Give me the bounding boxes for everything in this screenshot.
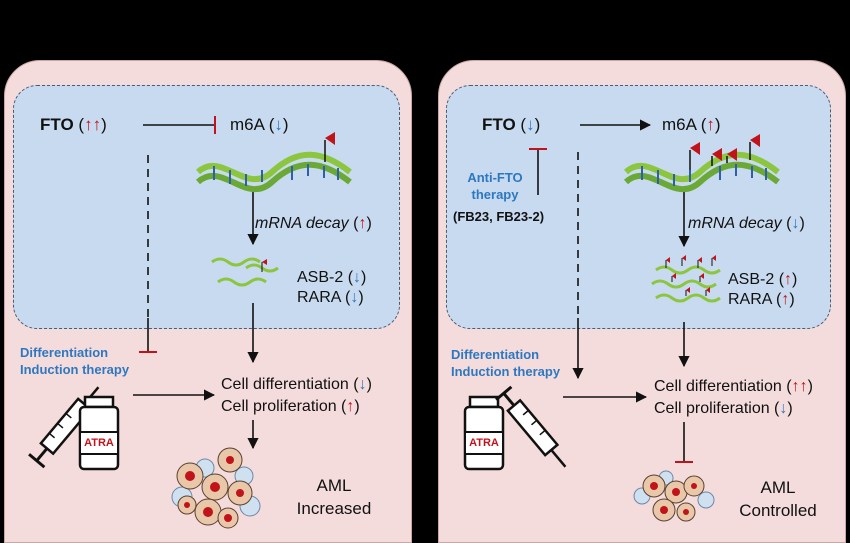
left-m6a-flag-icon <box>324 132 335 162</box>
left-cell-prolif-label: Cell proliferation (↑) <box>221 397 360 416</box>
right-anti-fto-line2: therapy <box>471 187 519 202</box>
left-rara-close: ) <box>358 289 364 306</box>
right-rara-arrow: ↑ <box>781 291 790 308</box>
left-therapy-line2: Induction therapy <box>20 362 130 377</box>
left-mrna-decay-arrow: ↑ <box>358 215 367 232</box>
right-m6a-name: m6A ( <box>662 115 707 134</box>
left-asb2-label: ASB-2 (↓) <box>297 268 366 287</box>
left-outcome-line1: AML <box>316 476 352 495</box>
right-anti-fto-line1: Anti-FTO <box>467 170 523 185</box>
right-cell-diff-arrows: ↑↑ <box>791 378 808 395</box>
right-cell-fate-inhibits-outcome <box>675 422 693 463</box>
left-cell-prolif-arrow: ↑ <box>346 398 355 415</box>
left-m6a-close: ) <box>282 115 289 134</box>
right-cell-diff-name: Cell differentiation ( <box>654 378 792 395</box>
left-m6a-name: m6A ( <box>230 115 275 134</box>
left-cell-cluster-icon <box>171 447 261 529</box>
left-mrna-decay-close: ) <box>366 215 372 232</box>
right-therapy-line1: Differentiation <box>451 347 540 362</box>
right-cell-prolif-arrow: ↓ <box>779 400 788 417</box>
right-asb2-close: ) <box>792 271 798 288</box>
left-rara-arrow: ↓ <box>350 289 359 306</box>
right-fto-arrow: ↓ <box>526 115 535 134</box>
right-cell-cluster-icon <box>633 470 715 522</box>
right-mrna-decay-open: ( <box>786 215 792 232</box>
left-fto-arrows: ↑↑ <box>84 115 102 134</box>
left-mrna-decay-label: mRNA decay (↑) <box>255 214 372 233</box>
right-mrna-decay-arrow: ↓ <box>791 215 800 232</box>
left-mrna-strand-icon <box>195 151 352 192</box>
right-asb2-arrow: ↑ <box>784 271 793 288</box>
right-fto-label: FTO (↓) <box>482 115 540 134</box>
left-cell-diff-close: ) <box>366 376 372 393</box>
left-mrna-decay-open: ( <box>353 215 359 232</box>
right-mrna-decay-name: mRNA decay <box>688 215 782 232</box>
left-cell-diff-name: Cell differentiation ( <box>221 376 359 393</box>
right-m6a-flag-icon <box>689 134 760 170</box>
right-therapy-line2: Induction therapy <box>451 364 561 379</box>
right-cell-prolif-name: Cell proliferation ( <box>654 400 780 417</box>
left-fto-open: ( <box>78 115 85 134</box>
left-fto-close: ) <box>101 115 107 134</box>
left-cell-diff-arrow: ↓ <box>358 376 367 393</box>
right-asb2-label: ASB-2 (↑) <box>728 270 797 289</box>
right-m6a-label: m6A (↑) <box>662 115 721 134</box>
right-anti-fto-inhibits-fto <box>529 148 547 195</box>
left-mrna-decay-name: mRNA decay <box>255 215 349 232</box>
right-rara-name: RARA ( <box>728 291 782 308</box>
left-m6a-arrow: ↓ <box>274 115 283 134</box>
left-m6a-label: m6A (↓) <box>230 115 289 134</box>
right-mrna-decay-close: ) <box>799 215 805 232</box>
right-mrna-strand-icon <box>623 151 780 192</box>
left-asb2-name: ASB-2 ( <box>297 269 354 286</box>
right-mrna-decay-label: mRNA decay (↓) <box>688 214 805 233</box>
left-fto-inhibits-m6a <box>143 116 216 134</box>
right-rara-close: ) <box>789 291 795 308</box>
left-outcome-line2: Increased <box>296 499 372 518</box>
left-fto-name: FTO <box>40 115 74 134</box>
right-drug-label: ATRA <box>469 437 499 449</box>
right-outcome-line1: AML <box>760 478 796 497</box>
left-fto-inhibits-therapy <box>139 318 157 353</box>
left-cell-diff-label: Cell differentiation (↓) <box>221 375 372 394</box>
right-cell-prolif-close: ) <box>787 400 793 417</box>
left-therapy-line1: Differentiation <box>20 345 109 360</box>
left-fto-label: FTO (↑↑) <box>40 115 107 134</box>
right-stable-mrna-icon <box>651 255 721 303</box>
right-syringe-icon <box>495 385 567 468</box>
right-cell-diff-close: ) <box>807 378 813 395</box>
right-vial-icon <box>463 395 505 471</box>
right-fto-open: ( <box>520 115 527 134</box>
left-cell-prolif-close: ) <box>354 398 360 415</box>
right-m6a-close: ) <box>714 115 721 134</box>
left-rara-label: RARA (↓) <box>297 288 364 307</box>
right-fto-close: ) <box>534 115 541 134</box>
right-outcome-line2: Controlled <box>739 501 817 520</box>
left-vial-icon <box>78 395 120 471</box>
right-asb2-name: ASB-2 ( <box>728 271 785 288</box>
left-rara-name: RARA ( <box>297 289 351 306</box>
right-anti-fto-drugs: (FB23, FB23-2) <box>453 209 545 224</box>
left-asb2-arrow: ↓ <box>353 269 362 286</box>
left-decayed-mrna-icon <box>211 257 279 287</box>
right-cell-diff-label: Cell differentiation (↑↑) <box>654 377 813 396</box>
left-cell-prolif-name: Cell proliferation ( <box>221 398 347 415</box>
right-cell-prolif-label: Cell proliferation (↓) <box>654 399 793 418</box>
left-drug-label: ATRA <box>84 437 114 449</box>
right-fto-name: FTO <box>482 115 516 134</box>
right-m6a-arrow: ↑ <box>706 115 715 134</box>
right-rara-label: RARA (↑) <box>728 290 795 309</box>
left-asb2-close: ) <box>361 269 367 286</box>
